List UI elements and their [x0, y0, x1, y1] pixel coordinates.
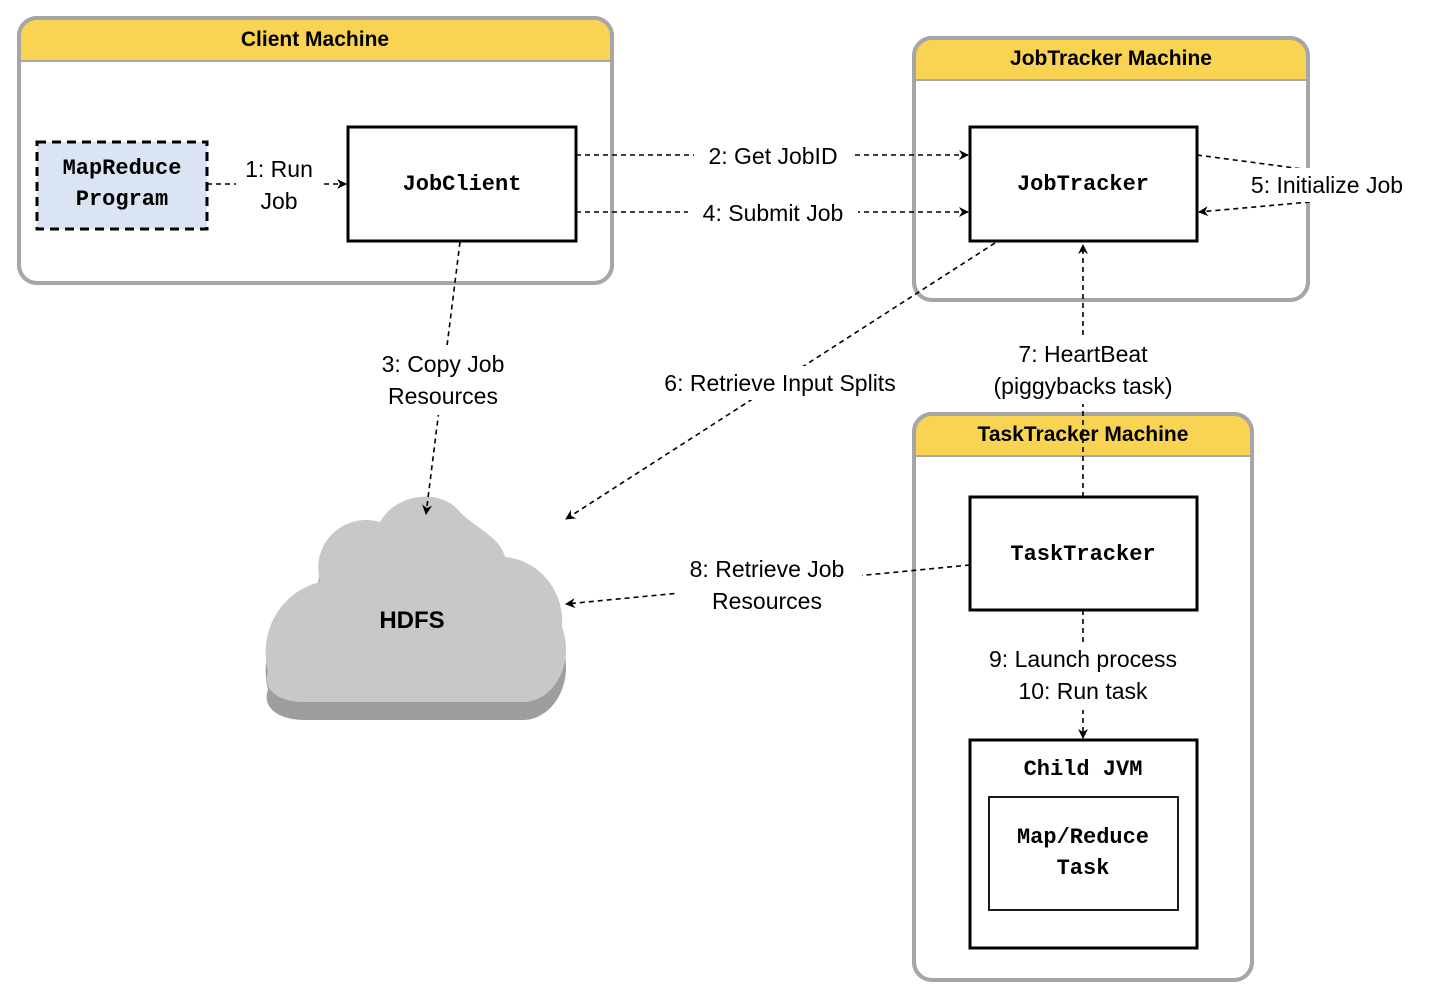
step-1-line2: Job	[260, 188, 297, 214]
hdfs-label: HDFS	[379, 607, 444, 634]
task-label-line1: Map/Reduce	[1017, 825, 1149, 850]
step-6-label: 6: Retrieve Input Splits	[642, 366, 918, 400]
step-3-line1: 3: Copy Job	[382, 351, 505, 377]
step-9-text: 9: Launch process	[989, 646, 1177, 672]
step-2-label: 2: Get JobID	[694, 139, 852, 171]
step-3-label: 3: Copy Job Resources	[366, 345, 522, 415]
step-7-line2: (piggybacks task)	[994, 373, 1173, 399]
step-10-text: 10: Run task	[1018, 678, 1148, 704]
arrow-initialize-job	[1197, 154, 1311, 212]
step-9-10-label: 9: Launch process 10: Run task	[970, 642, 1197, 710]
jobclient-node: JobClient	[346, 125, 578, 243]
tasktracker-label: TaskTracker	[1010, 542, 1155, 567]
jobclient-label: JobClient	[403, 172, 522, 197]
mapreduce-program-label-line1: MapReduce	[63, 156, 182, 181]
child-jvm-label: Child JVM	[1024, 757, 1143, 782]
step-5-label: 5: Initialize Job	[1236, 168, 1420, 202]
mapreduce-program-label-line2: Program	[76, 187, 168, 212]
hdfs-cloud: HDFS	[265, 496, 567, 720]
client-machine-title: Client Machine	[241, 28, 389, 51]
map-reduce-task-node: Map/Reduce Task	[988, 796, 1179, 911]
jobtracker-label: JobTracker	[1017, 172, 1149, 197]
step-2-text: 2: Get JobID	[708, 143, 837, 169]
step-8-line2: Resources	[712, 588, 822, 614]
jobtracker-node: JobTracker	[968, 125, 1199, 243]
step-8-label: 8: Retrieve Job Resources	[676, 552, 862, 620]
step-3-line2: Resources	[388, 383, 498, 409]
step-6-text: 6: Retrieve Input Splits	[664, 370, 895, 396]
step-4-text: 4: Submit Job	[703, 200, 844, 226]
step-8-line1: 8: Retrieve Job	[690, 556, 845, 582]
task-label-line2: Task	[1057, 856, 1110, 881]
step-1-line1: 1: Run	[245, 156, 313, 182]
tasktracker-machine-title: TaskTracker Machine	[978, 423, 1189, 446]
tasktracker-node: TaskTracker	[968, 495, 1199, 612]
child-jvm-node: Child JVM Map/Reduce Task	[968, 738, 1199, 950]
step-4-label: 4: Submit Job	[688, 196, 858, 228]
step-7-label: 7: HeartBeat (piggybacks task)	[976, 338, 1190, 404]
step-1-label: 1: Run Job	[236, 150, 322, 220]
jobtracker-machine-title: JobTracker Machine	[1010, 47, 1212, 70]
mapreduce-program-node: MapReduce Program	[35, 140, 209, 231]
step-7-line1: 7: HeartBeat	[1018, 341, 1148, 367]
step-5-text: 5: Initialize Job	[1251, 172, 1403, 198]
